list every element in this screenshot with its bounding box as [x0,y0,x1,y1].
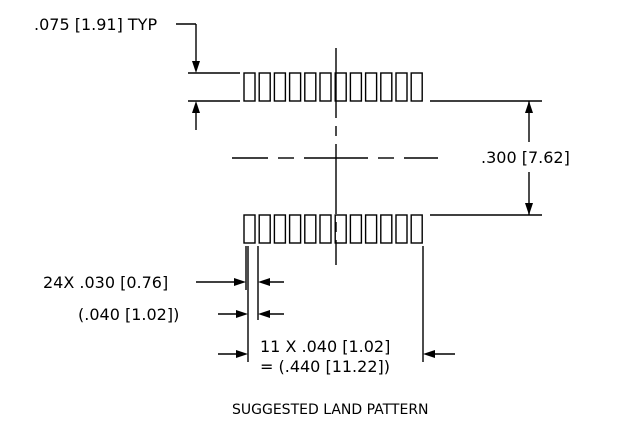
top-pad [243,72,256,102]
bottom-pad [258,214,271,244]
span-label-line2: = (.440 [11.22]) [260,357,390,376]
bottom-pad [288,214,302,244]
bottom-pad [319,214,332,244]
top-pad [288,72,302,102]
row-spacing-label: .300 [7.62] [481,148,570,167]
top-pad [410,72,423,102]
arrow-up-icon [525,101,533,113]
bottom-pad-row [243,214,423,244]
top-pad [304,72,317,102]
top-pad [334,72,347,102]
arrow-right-icon [236,310,248,318]
top-pad [273,72,287,102]
top-pad-row [243,72,423,102]
pad-width-label: 24X .030 [0.76] [43,273,168,292]
arrow-down-icon [525,203,533,215]
bottom-pad [380,214,393,244]
bottom-pad [304,214,317,244]
pitch-label: (.040 [1.02]) [78,305,179,324]
span-label-line1: 11 X .040 [1.02] [260,337,390,356]
bottom-pad [243,214,256,244]
arrow-right-icon [236,350,248,358]
bottom-pad [334,214,347,244]
top-pad [319,72,332,102]
top-pad [395,72,408,102]
drawing-caption: SUGGESTED LAND PATTERN [232,402,429,418]
arrow-down-icon [192,61,200,73]
arrow-left-icon [423,350,435,358]
top-pad [364,72,378,102]
bottom-pad [273,214,287,244]
top-pad [349,72,363,102]
bottom-pad [395,214,408,244]
dimension-lines [176,23,533,358]
center-lines [232,48,438,265]
arrow-left-icon [258,310,270,318]
pad-length-label: .075 [1.91] TYP [34,15,157,34]
bottom-pad [349,214,363,244]
arrow-left-icon [258,278,270,286]
bottom-pad [364,214,378,244]
top-pad [258,72,271,102]
arrow-up-icon [192,101,200,113]
bottom-pad [410,214,423,244]
extension-lines [188,72,542,362]
top-pad [380,72,393,102]
arrow-right-icon [234,278,246,286]
